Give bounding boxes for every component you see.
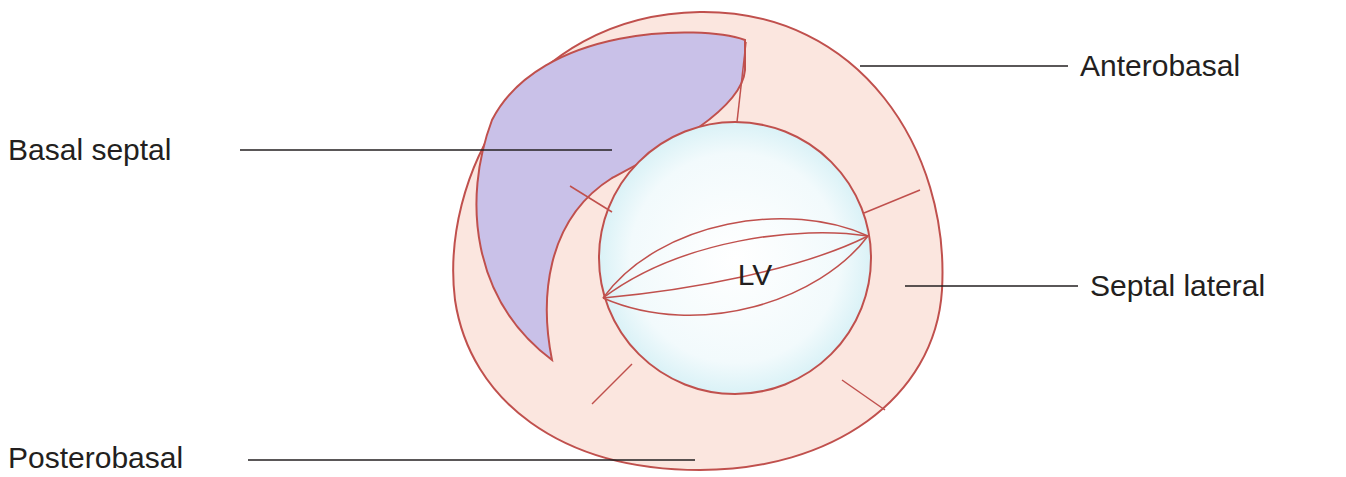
part-label: Posterobasal bbox=[8, 443, 183, 473]
myocardium-wall bbox=[453, 12, 942, 470]
leader-lines bbox=[240, 66, 1078, 460]
part-label: Anterobasal bbox=[1080, 51, 1240, 81]
part-label: Septal lateral bbox=[1090, 271, 1265, 301]
lv-cavity bbox=[599, 122, 871, 394]
segment-dividers bbox=[570, 42, 920, 410]
mitral-valve bbox=[603, 219, 868, 316]
part-label: Basal septal bbox=[8, 135, 171, 165]
chamber-label: LV bbox=[738, 260, 772, 290]
